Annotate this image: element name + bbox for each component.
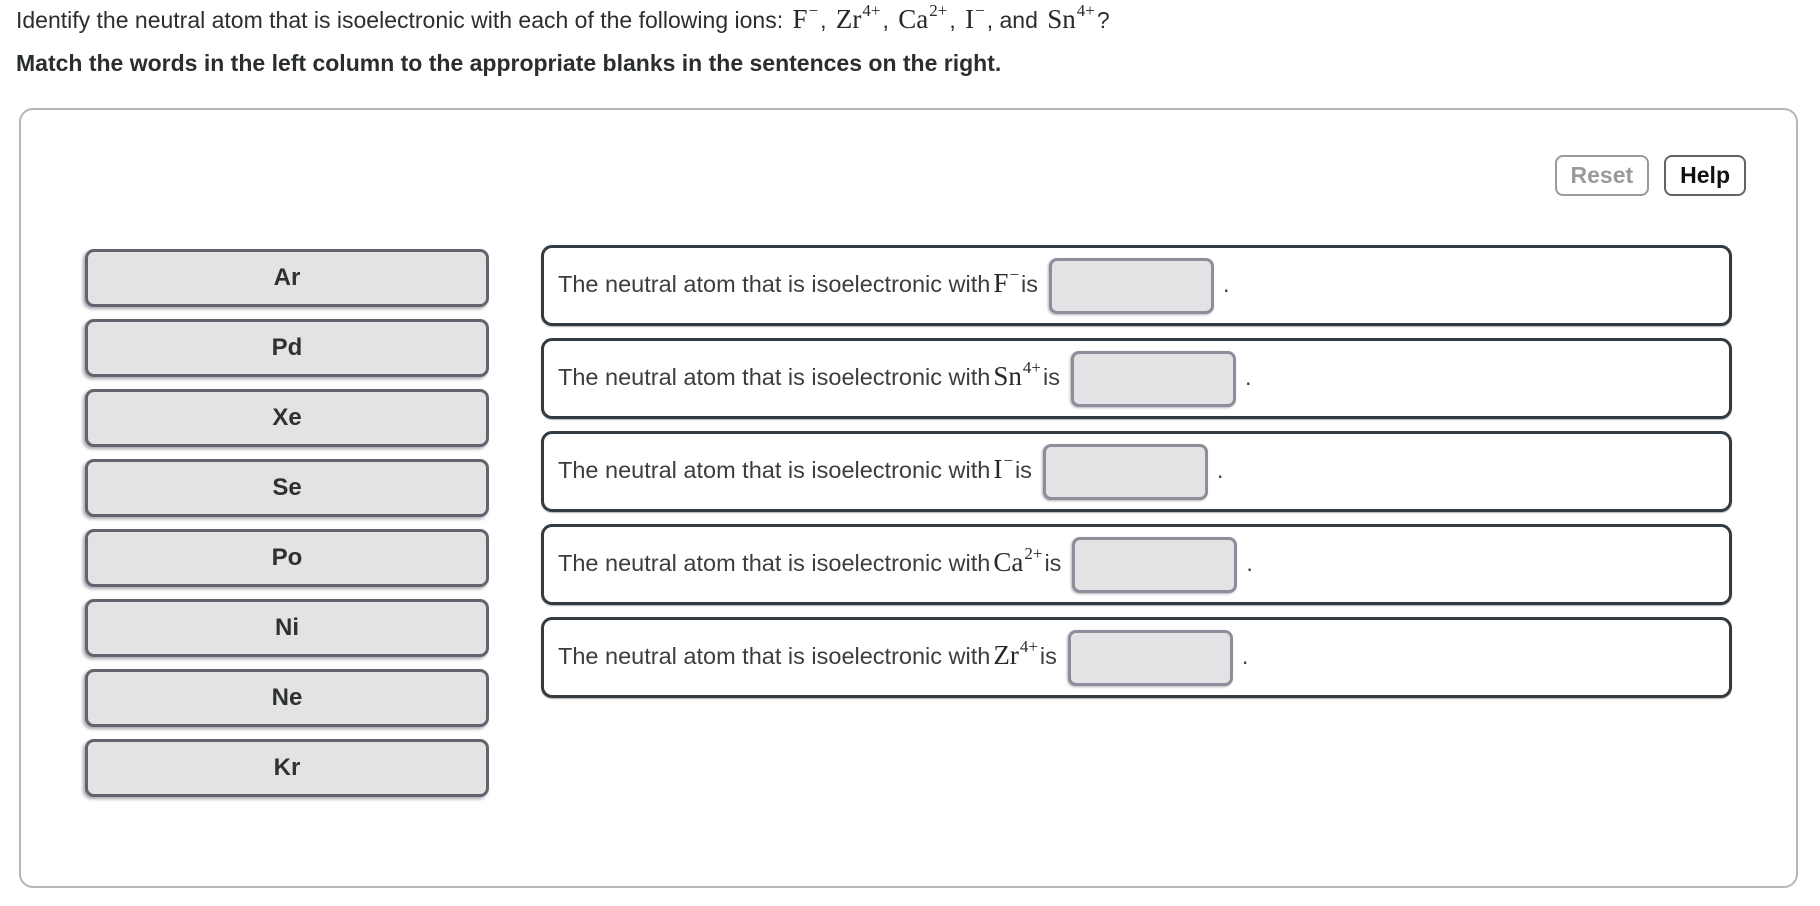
sentence-text: The neutral atom that is isoelectronic w… (558, 536, 1253, 593)
sentence-before-text: The neutral atom that is isoelectronic w… (558, 642, 991, 669)
help-button[interactable]: Help (1664, 155, 1746, 196)
sentence-period: . (1241, 642, 1249, 669)
word-tile-label: Kr (273, 754, 301, 781)
sentence-after-text: is (1039, 642, 1057, 669)
word-tile[interactable]: Ne (85, 669, 489, 727)
ion-formula: Zr4+ (993, 636, 1038, 670)
sentence-row: The neutral atom that is isoelectronic w… (541, 524, 1732, 605)
word-tile[interactable]: Pd (85, 319, 489, 377)
sentence-row: The neutral atom that is isoelectronic w… (541, 338, 1732, 419)
word-tile-label: Po (271, 544, 303, 571)
question-text: Identify the neutral atom that is isoele… (16, 1, 1110, 34)
word-tile[interactable]: Ni (85, 599, 489, 657)
sentence-text: The neutral atom that is isoelectronic w… (558, 257, 1230, 314)
word-tile[interactable]: Se (85, 459, 489, 517)
word-tile-label: Pd (271, 334, 303, 361)
word-tile-label: Ne (271, 684, 303, 711)
sentence-text: The neutral atom that is isoelectronic w… (558, 350, 1252, 407)
sentence-row: The neutral atom that is isoelectronic w… (541, 617, 1732, 698)
ion-formula: Ca2+ (898, 1, 948, 34)
sentence-text: The neutral atom that is isoelectronic w… (558, 443, 1224, 500)
answer-blank[interactable] (1070, 350, 1236, 407)
word-tile[interactable]: Po (85, 529, 489, 587)
toolbar: Reset Help (1554, 155, 1746, 196)
word-tile[interactable]: Ar (85, 249, 489, 307)
sentence-period: . (1246, 549, 1253, 576)
ion-formula: F− (792, 1, 819, 34)
word-tile[interactable]: Xe (85, 389, 489, 447)
ion-formula: Sn4+ (1047, 1, 1095, 34)
instruction-text: Match the words in the left column to th… (16, 50, 1002, 76)
answer-blank[interactable] (1042, 443, 1208, 500)
sentence-before-text: The neutral atom that is isoelectronic w… (558, 549, 991, 576)
reset-button[interactable]: Reset (1554, 155, 1650, 196)
sentence-row: The neutral atom that is isoelectronic w… (541, 431, 1732, 512)
sentence-period: . (1244, 363, 1252, 390)
answer-blank[interactable] (1067, 629, 1233, 686)
sentence-after-text: is (1014, 456, 1032, 483)
sentence-after-text: is (1020, 270, 1038, 297)
word-tile-label: Xe (272, 404, 302, 431)
sentence-period: . (1216, 456, 1224, 483)
word-tile-label: Ar (273, 264, 301, 291)
ion-formula: I− (965, 1, 985, 34)
sentence-list: The neutral atom that is isoelectronic w… (541, 245, 1732, 710)
ion-formula: Ca2+ (993, 543, 1043, 577)
answer-blank[interactable] (1072, 536, 1238, 593)
word-tile[interactable]: Kr (85, 739, 489, 797)
sentence-row: The neutral atom that is isoelectronic w… (541, 245, 1732, 326)
sentence-text: The neutral atom that is isoelectronic w… (558, 629, 1249, 686)
ion-formula: Zr4+ (835, 1, 881, 34)
sentence-period: . (1222, 270, 1230, 297)
matching-activity-panel: Reset Help Ar Pd Xe Se Po Ni Ne Kr The n… (19, 108, 1798, 888)
answer-blank[interactable] (1048, 257, 1214, 314)
word-tile-label: Se (272, 474, 302, 501)
ion-formula: Sn4+ (993, 357, 1041, 391)
word-tile-label: Ni (275, 614, 299, 641)
sentence-before-text: The neutral atom that is isoelectronic w… (558, 363, 991, 390)
sentence-before-text: The neutral atom that is isoelectronic w… (558, 270, 991, 297)
ion-formula: F− (993, 264, 1019, 298)
sentence-after-text: is (1044, 549, 1062, 576)
ion-formula: I− (993, 450, 1013, 484)
word-bank: Ar Pd Xe Se Po Ni Ne Kr (85, 249, 489, 809)
sentence-before-text: The neutral atom that is isoelectronic w… (558, 456, 991, 483)
sentence-after-text: is (1042, 363, 1060, 390)
